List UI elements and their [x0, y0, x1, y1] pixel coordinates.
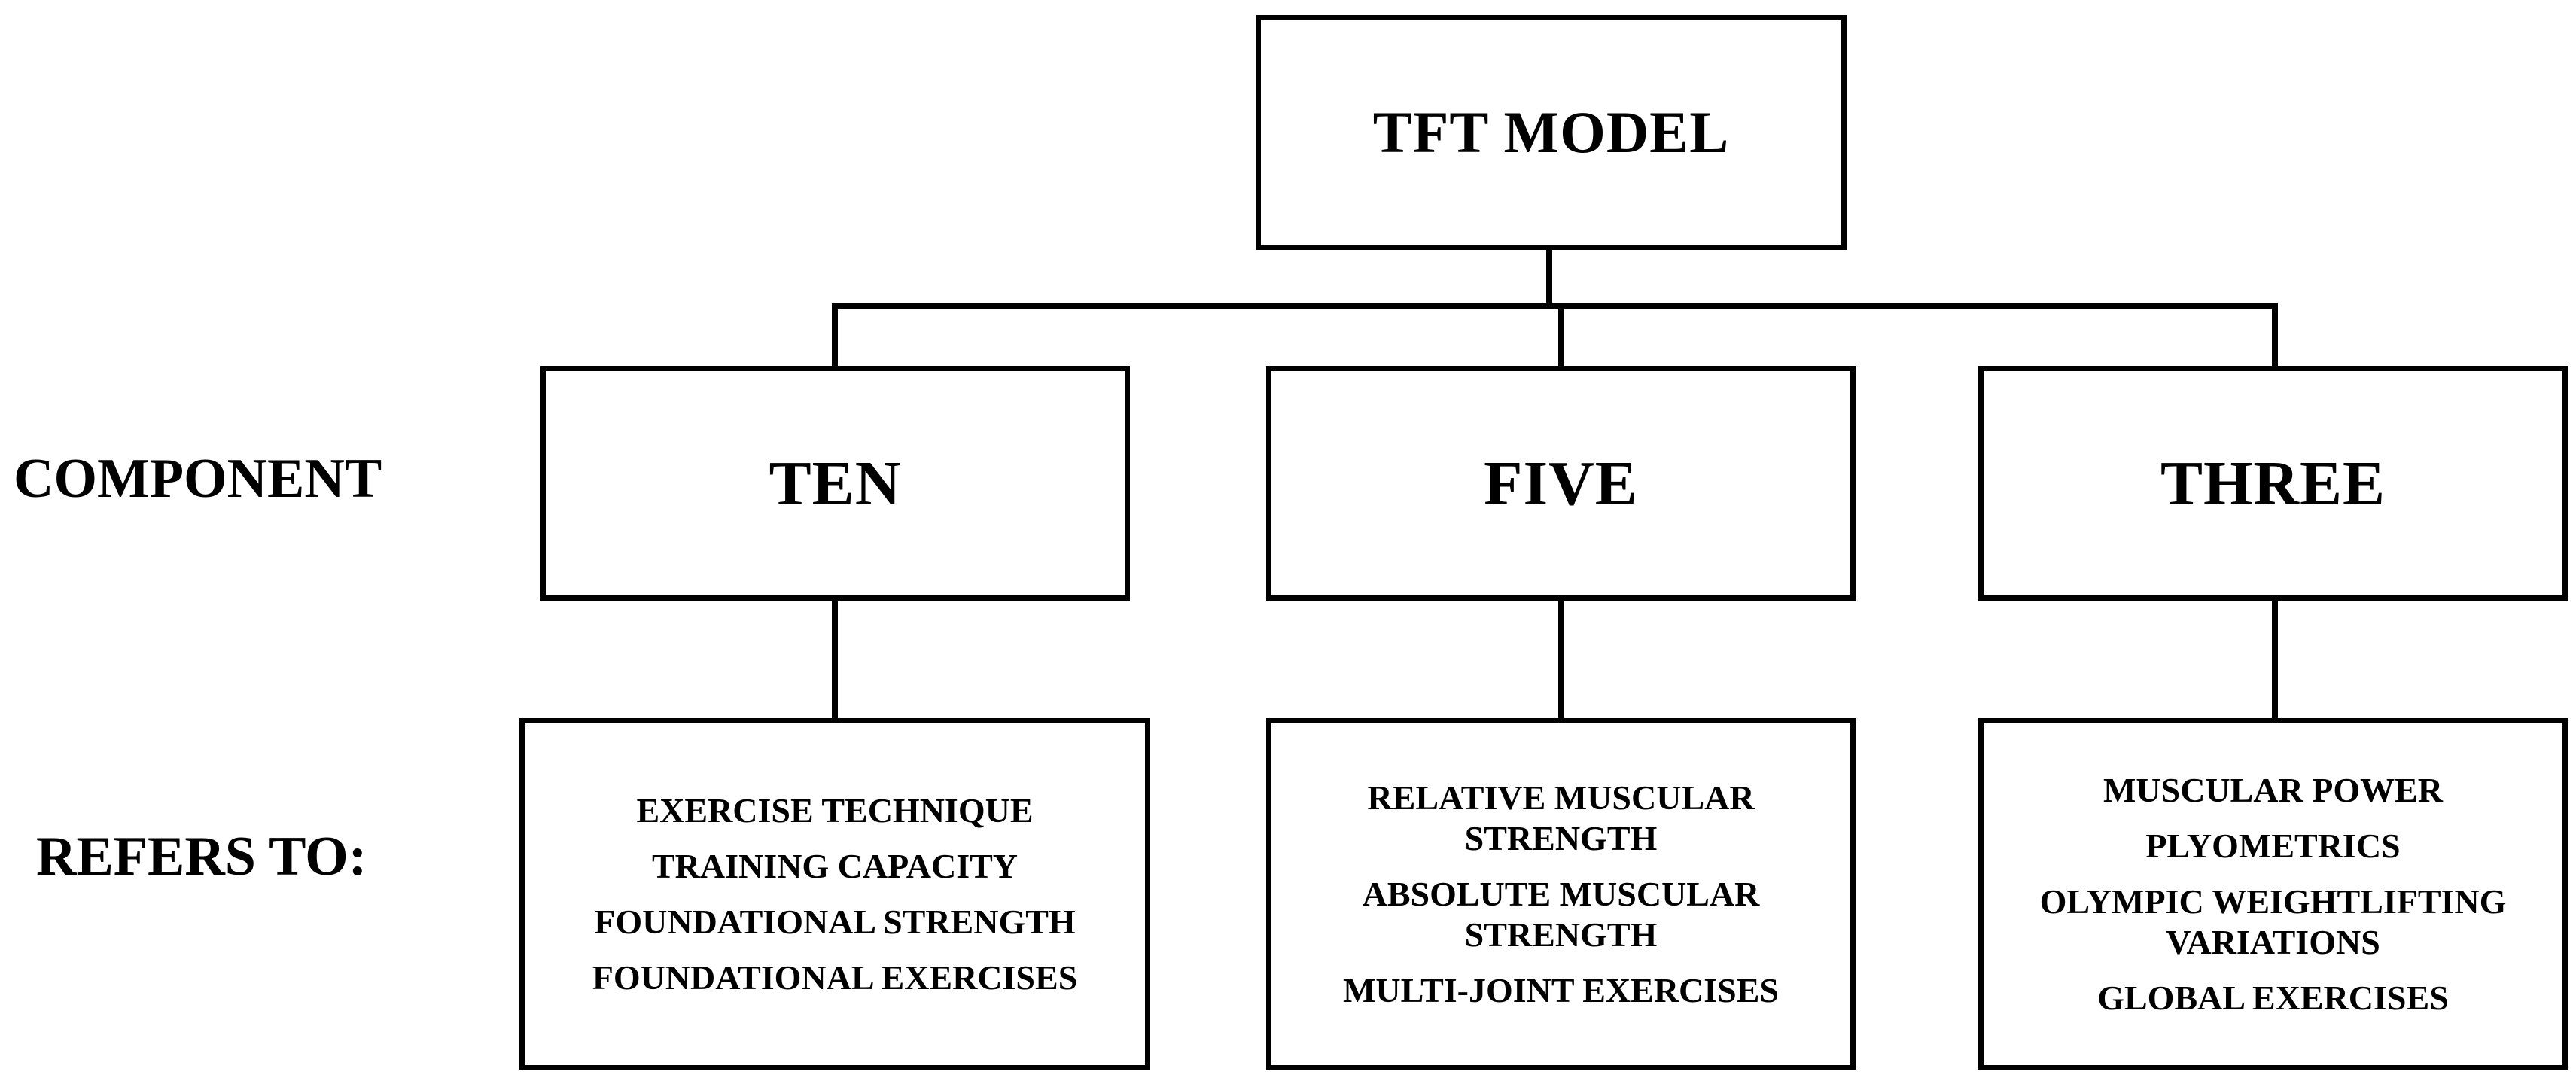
component-label-three: THREE	[2160, 448, 2386, 519]
detail-item: PLYOMETRICS	[2145, 827, 2401, 865]
detail-box-three: MUSCULAR POWER PLYOMETRICS OLYMPIC WEIGH…	[1978, 718, 2568, 1070]
branch-connector-five	[1558, 303, 1564, 369]
detail-item: ABSOLUTE MUSCULAR STRENGTH	[1362, 875, 1760, 954]
component-box-five: FIVE	[1266, 366, 1856, 601]
component-box-three: THREE	[1978, 366, 2568, 601]
detail-connector-ten	[832, 601, 838, 721]
branch-connector-three	[2272, 303, 2278, 369]
root-node: TFT MODEL	[1256, 15, 1847, 250]
detail-item: FOUNDATIONAL STRENGTH	[594, 903, 1076, 941]
branch-bar	[832, 303, 2278, 309]
detail-item: OLYMPIC WEIGHTLIFTING VARIATIONS	[2039, 882, 2507, 961]
detail-item: MUSCULAR POWER	[2103, 771, 2444, 809]
detail-item: EXERCISE TECHNIQUE	[636, 791, 1034, 830]
branch-connector-ten	[832, 303, 838, 369]
component-box-ten: TEN	[540, 366, 1130, 601]
detail-item: TRAINING CAPACITY	[651, 847, 1018, 885]
row-label-component: COMPONENT	[14, 448, 382, 510]
detail-item: GLOBAL EXERCISES	[2097, 979, 2449, 1017]
detail-connector-three	[2272, 601, 2278, 721]
component-label-ten: TEN	[769, 448, 902, 519]
root-connector	[1546, 250, 1552, 306]
detail-item: RELATIVE MUSCULAR STRENGTH	[1367, 778, 1755, 857]
detail-item: FOUNDATIONAL EXERCISES	[592, 958, 1078, 997]
component-label-five: FIVE	[1484, 448, 1638, 519]
detail-box-five: RELATIVE MUSCULAR STRENGTH ABSOLUTE MUSC…	[1266, 718, 1856, 1070]
row-label-refers-to: REFERS TO:	[36, 826, 367, 888]
root-label: TFT MODEL	[1372, 99, 1730, 165]
detail-box-ten: EXERCISE TECHNIQUE TRAINING CAPACITY FOU…	[519, 718, 1150, 1070]
detail-item: MULTI-JOINT EXERCISES	[1342, 971, 1780, 1009]
detail-connector-five	[1558, 601, 1564, 721]
